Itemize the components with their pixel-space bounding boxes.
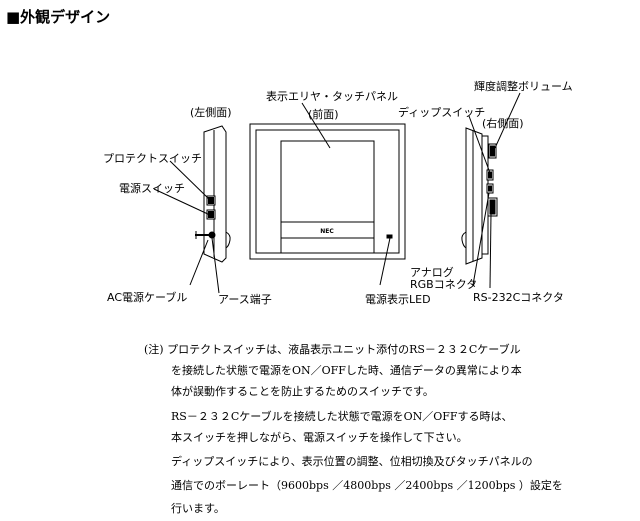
analog-label-1: アナログ [410, 266, 454, 279]
note-line-7: 通信でのボーレート（9600bps ／4800bps ／2400bps ／120… [171, 479, 563, 492]
note-line-4: RS－２３２Cケーブルを接続した状態で電源をON／OFFする時は、 [171, 410, 513, 423]
brightness-label: 輝度調整ボリューム [474, 80, 573, 93]
earth-terminal-graphic [208, 231, 216, 239]
power-led-graphic [386, 234, 393, 239]
display-area-graphic [280, 140, 375, 223]
front-label: (前面) [308, 108, 339, 121]
analog-label-2: RGBコネクタ [410, 278, 478, 291]
dip-switch-label: ディップスイッチ [398, 106, 486, 119]
left-side-label: (左側面) [190, 106, 232, 119]
earth-label: アース端子 [218, 293, 272, 306]
right-side-label: (右側面) [482, 117, 524, 130]
power-led-label: 電源表示LED [365, 293, 431, 306]
note-line-8: 行います。 [171, 502, 225, 515]
ac-cable-label: AC電源ケーブル [107, 291, 188, 304]
device-diagram: NEC [153, 92, 521, 294]
leader-lines [153, 92, 521, 294]
note-line-2: を接続した状態で電源をON／OFFした時、通信データの異常により本 [171, 364, 522, 377]
front-view: NEC [249, 123, 406, 260]
note-line-3: 体が誤動作することを防止するためのスイッチです。 [171, 385, 434, 398]
left-side-view [195, 125, 231, 263]
display-area-label: 表示エリヤ・タッチパネル [266, 90, 398, 103]
power-switch-label: 電源スイッチ [119, 182, 185, 195]
protect-switch-label: プロテクトスイッチ [103, 152, 202, 165]
note-line-6: ディップスイッチにより、表示位置の調整、位相切換及びタッチパネルの [171, 455, 533, 468]
front-logo: NEC [320, 228, 334, 235]
right-side-view [461, 127, 498, 265]
note-line-5: 本スイッチを押しながら、電源スイッチを操作して下さい。 [171, 431, 468, 444]
rs232c-label: RS-232Cコネクタ [473, 291, 564, 304]
page-heading: ■外観デザイン [6, 8, 111, 26]
note-line-1: (注) プロテクトスイッチは、液晶表示ユニット添付のRS－２３２Cケーブル [144, 343, 521, 356]
